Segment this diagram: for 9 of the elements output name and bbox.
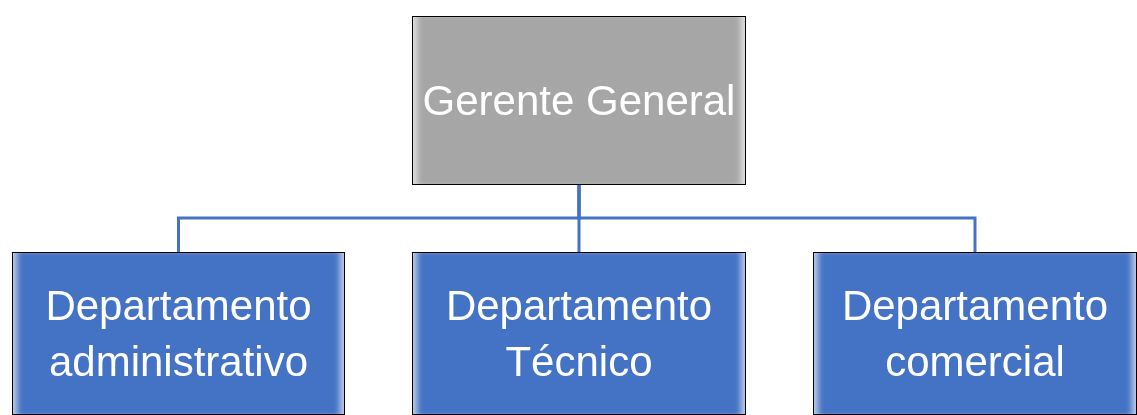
- connector-line: [577, 185, 977, 252]
- department-box: [12, 252, 345, 415]
- box-title: Departamento comercial: [840, 280, 1110, 387]
- box-title: Gerente General: [421, 75, 737, 126]
- manager-box: [412, 16, 746, 185]
- department-box: [813, 252, 1137, 415]
- box-title: Departamento administrativo: [44, 280, 313, 387]
- box-title: Departamento Técnico: [444, 280, 714, 387]
- department-box: [412, 252, 746, 415]
